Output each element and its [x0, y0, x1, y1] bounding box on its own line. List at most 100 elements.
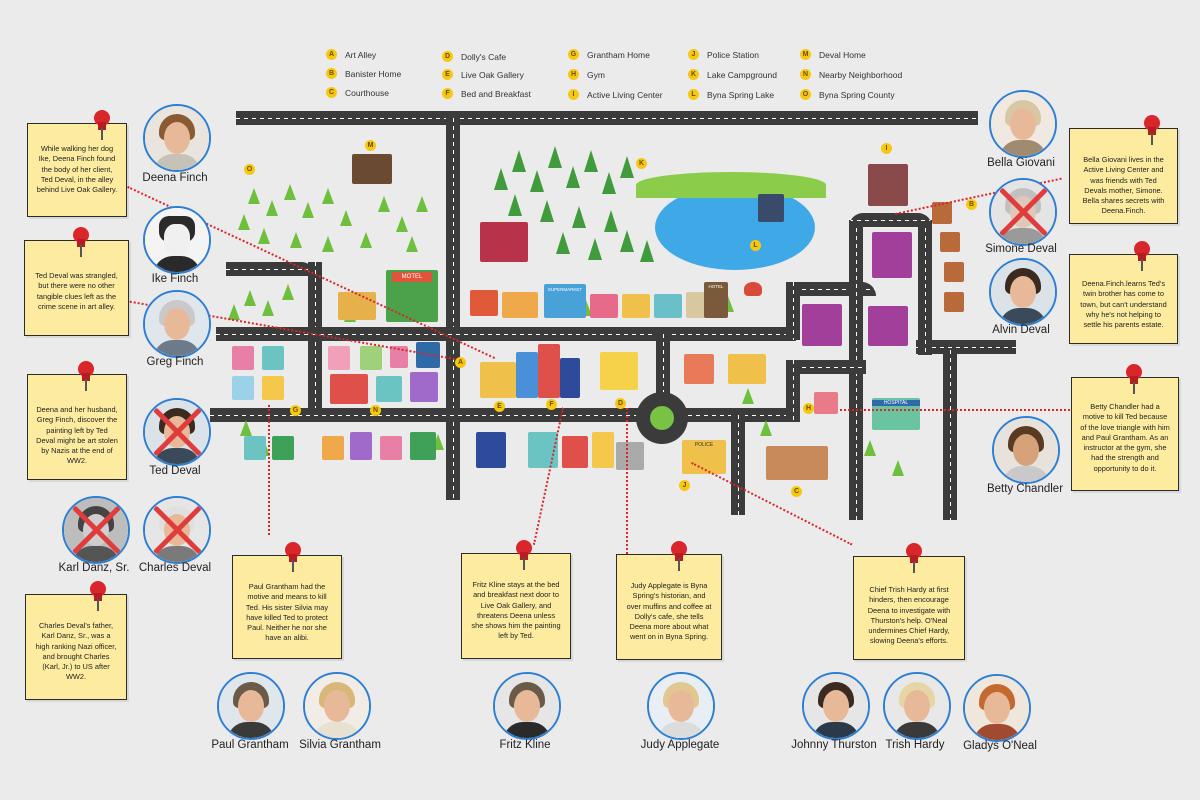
live-oak-gallery: [480, 362, 516, 398]
note-text: Fritz Kline stays at the bed and breakfa…: [471, 580, 561, 641]
note-text: Deena and her husband, Greg Finch, disco…: [36, 405, 118, 466]
note-trish: Chief Trish Hardy at first hinders, then…: [853, 543, 965, 660]
name-fritz-kline: Fritz Kline: [499, 739, 551, 751]
water-tower: [744, 282, 762, 296]
avatar-simone-deval: [989, 178, 1057, 246]
hotel: HOTEL: [704, 282, 728, 318]
legend-label: Live Oak Gallery: [461, 69, 524, 80]
name-simone-deval: Simone Deval: [985, 243, 1057, 255]
legend-label: Art Alley: [345, 49, 377, 60]
note-betty: Betty Chandler had a motive to kill Ted …: [1071, 364, 1179, 491]
road-loop-top: [849, 213, 932, 227]
map-badge-f: F: [546, 399, 557, 410]
name-gladys-oneal: Gladys O'Neal: [963, 740, 1037, 752]
avatar-trish-hardy: [883, 672, 951, 740]
motel: MOTEL: [386, 270, 438, 322]
shop: [338, 292, 376, 320]
crossed-out-icon: [68, 502, 124, 558]
house: [940, 232, 960, 252]
purple-house: [802, 304, 842, 346]
road-far-right: [943, 350, 957, 520]
road-right-stub: [916, 340, 1016, 354]
house: [944, 292, 964, 312]
name-ike-finch: Ike Finch: [151, 273, 199, 285]
note-bella: Bella Giovani lives in the Active Living…: [1069, 115, 1178, 224]
house: [944, 262, 964, 282]
note-deena: While walking her dog Ike, Deena Finch f…: [27, 110, 127, 217]
gas-station: [470, 290, 498, 316]
lake-house: [758, 194, 784, 222]
pushpin-icon: [1142, 115, 1162, 145]
supermarket: SUPERMARKET: [544, 284, 586, 318]
legend-badge: C: [326, 87, 337, 98]
avatar-ike-finch: [143, 206, 211, 274]
legend-label: Deval Home: [819, 49, 866, 60]
note-text: Deena.Finch.learns Ted's twin brother ha…: [1080, 279, 1167, 330]
note-alvin: Deena.Finch.learns Ted's twin brother ha…: [1069, 241, 1178, 344]
legend-label: Dolly's Cafe: [461, 51, 507, 62]
legend-badge: K: [688, 69, 699, 80]
pushpin-icon: [76, 361, 96, 391]
name-judy-applegate: Judy Applegate: [640, 739, 720, 751]
name-greg-finch: Greg Finch: [146, 356, 204, 368]
factory: [480, 222, 528, 262]
purple-house: [868, 306, 908, 346]
legend-label: Bed and Breakfast: [461, 88, 531, 99]
road-south-right: [731, 415, 745, 515]
legend-badge: O: [800, 89, 811, 100]
avatar-ted-deval: [143, 398, 211, 466]
avatar-gladys-oneal: [963, 674, 1031, 742]
legend-badge: A: [326, 49, 337, 60]
legend-label: Grantham Home: [587, 49, 650, 60]
avatar-alvin-deval: [989, 258, 1057, 326]
legend-badge: E: [442, 69, 453, 80]
map-badge-e: E: [494, 401, 505, 412]
connector-betty: [840, 409, 1070, 411]
house: [932, 202, 952, 224]
legend-badge: B: [326, 68, 337, 79]
map-badge-m: M: [365, 140, 376, 151]
avatar-silvia-grantham: [303, 672, 371, 740]
pushpin-icon: [1124, 364, 1144, 394]
map-badge-k: K: [636, 158, 647, 169]
road-lower-right-vertical: [786, 360, 800, 422]
road-lower-right-curve: [786, 360, 866, 374]
map-badge-c: C: [791, 486, 802, 497]
map-badge-i: I: [881, 143, 892, 154]
deval-home: [352, 154, 392, 184]
legend-badge: I: [568, 89, 579, 100]
avatar-charles-deval: [143, 496, 211, 564]
map-badge-l: L: [750, 240, 761, 251]
map-badge-o: O: [244, 164, 255, 175]
name-paul-grantham: Paul Grantham: [211, 739, 289, 751]
crossed-out-icon: [995, 184, 1051, 240]
legend-label: Active Living Center: [587, 89, 663, 100]
map-badge-d: D: [615, 398, 626, 409]
hotel-sign: HOTEL: [708, 284, 724, 289]
pushpin-icon: [904, 543, 924, 573]
shop: [654, 294, 682, 318]
hospital-sign: HOSPITAL: [872, 400, 920, 406]
note-ted: Ted Deval was strangled, but there were …: [24, 227, 129, 336]
pushpin-icon: [71, 227, 91, 257]
road-middle: [216, 327, 796, 341]
road-upper-left: [226, 262, 312, 276]
road-roundabout-north: [656, 334, 670, 404]
avatar-paul-grantham: [217, 672, 285, 740]
legend-badge: M: [800, 49, 811, 60]
shop: [622, 294, 650, 318]
name-trish-hardy: Trish Hardy: [885, 739, 945, 751]
hospital: HOSPITAL: [872, 398, 920, 430]
note-charles: Charles Deval's father, Karl Danz, Sr., …: [25, 581, 127, 700]
road-top: [236, 111, 978, 125]
name-johnny-thurston: Johnny Thurston: [791, 739, 877, 751]
road-loop-right: [918, 220, 932, 355]
lake: [655, 185, 815, 270]
legend-badge: N: [800, 69, 811, 80]
